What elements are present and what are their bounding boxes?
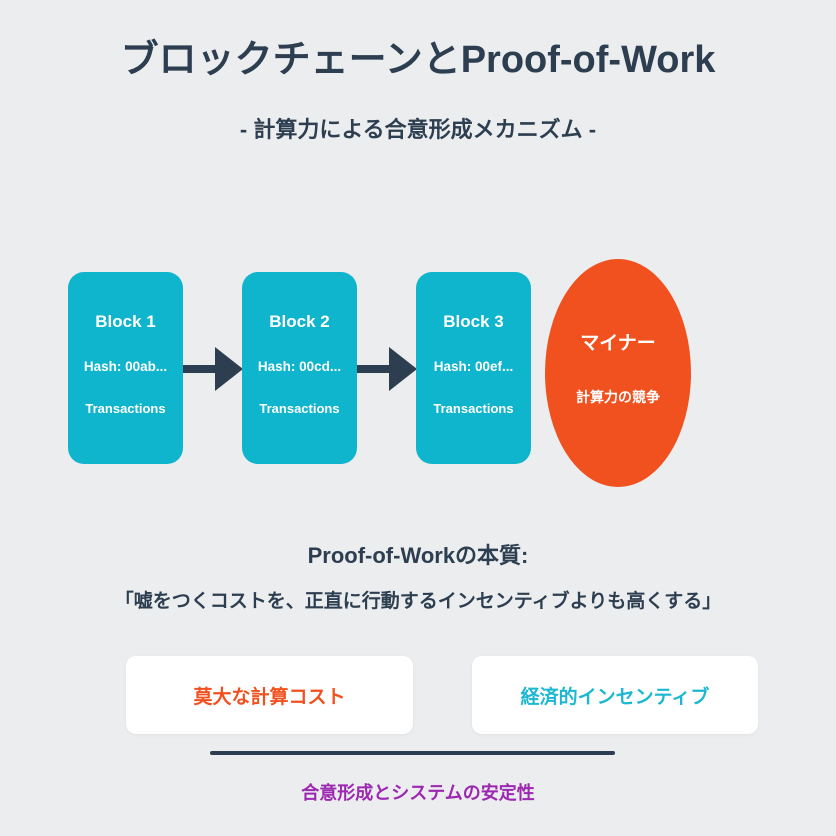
page-title: ブロックチェーンとProof-of-Work	[120, 39, 716, 81]
block-3-transactions: Transactions	[433, 401, 514, 416]
arrow-shaft	[357, 365, 391, 373]
block-3-title: Block 3	[443, 312, 504, 331]
block-2-node: Block 2 Hash: 00cd... Transactions	[242, 272, 357, 464]
page-subtitle: - 計算力による合意形成メカニズム -	[239, 117, 597, 142]
block-2-title: Block 2	[269, 312, 330, 331]
conclusion-text: 合意形成とシステムの安定性	[301, 783, 535, 803]
block-2-transactions: Transactions	[259, 401, 340, 416]
essence-quote: 「嘘をつくコストを、正直に行動するインセンティブよりも高くする」	[114, 591, 722, 612]
block-1-title: Block 1	[95, 312, 156, 331]
block-3-hash: Hash: 00ef...	[433, 359, 514, 374]
arrow-right-icon	[183, 347, 243, 391]
block-2-hash: Hash: 00cd...	[257, 359, 342, 374]
factor-card-economic-incentive: 経済的インセンティブ	[472, 656, 758, 734]
divider-line	[210, 751, 615, 755]
arrow-head	[215, 347, 243, 391]
block-1-hash: Hash: 00ab...	[83, 359, 168, 374]
factor-card-economic-incentive-label: 経済的インセンティブ	[520, 686, 710, 708]
essence-heading: Proof-of-Workの本質:	[307, 543, 529, 568]
arrow-shaft	[183, 365, 217, 373]
factor-card-computation-cost-label: 莫大な計算コスト	[193, 686, 346, 708]
miner-ellipse: マイナー 計算力の競争	[545, 259, 691, 487]
arrow-head	[389, 347, 417, 391]
block-1-transactions: Transactions	[85, 401, 166, 416]
miner-title: マイナー	[580, 332, 656, 354]
block-3-node: Block 3 Hash: 00ef... Transactions	[416, 272, 531, 464]
block-1-node: Block 1 Hash: 00ab... Transactions	[68, 272, 183, 464]
arrow-right-icon	[357, 347, 417, 391]
miner-subtitle: 計算力の競争	[576, 388, 660, 405]
factor-card-computation-cost: 莫大な計算コスト	[126, 656, 413, 734]
